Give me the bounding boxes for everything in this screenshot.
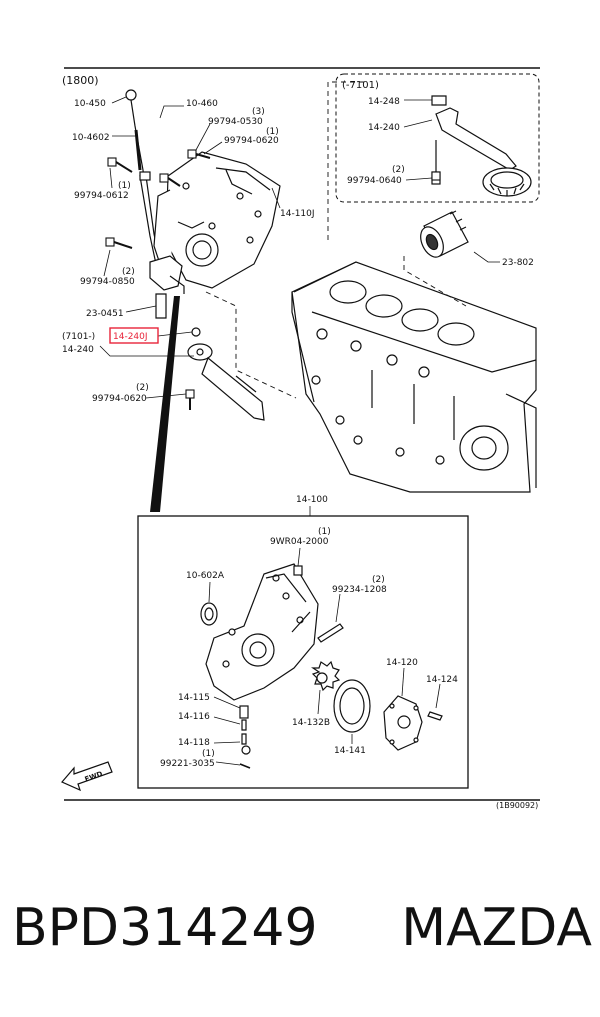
label-14-240j-prefix: (7101-): [62, 332, 95, 342]
label-10-460: 10-460: [186, 99, 218, 109]
label-99794-0620a: 99794-0620: [224, 136, 279, 146]
exploded-view-box: [137, 515, 469, 789]
exploded-leader-lines: [208, 547, 441, 766]
oil-filter-drawing: [420, 210, 469, 258]
label-23-0451: 23-0451: [86, 309, 124, 319]
group-code: (1800): [62, 74, 99, 87]
variant-code: (-7101): [342, 80, 379, 91]
label-inset-14-248: 14-248: [368, 97, 400, 107]
label-10-450: 10-450: [74, 99, 106, 109]
label-14-124: 14-124: [426, 675, 458, 685]
label-14-141: 14-141: [334, 746, 366, 756]
label-99794-0620b-qty: (2): [136, 383, 149, 393]
label-9wr04: 9WR04-2000: [270, 537, 329, 547]
label-99234: 99234-1208: [332, 585, 387, 595]
label-99794-0612: 99794-0612: [74, 191, 129, 201]
label-inset-0640-qty: (2): [392, 165, 405, 175]
part-number: BPD314249: [12, 898, 318, 958]
label-14-115: 14-115: [178, 693, 210, 703]
label-99234-qty: (2): [372, 575, 385, 585]
label-99221: 99221-3035: [160, 759, 215, 769]
label-inset-0640: 99794-0640: [347, 176, 402, 186]
label-14-110j: 14-110J: [280, 209, 315, 219]
label-99794-0850: 99794-0850: [80, 277, 135, 287]
label-99794-0620a-qty: (1): [266, 127, 279, 137]
label-14-120: 14-120: [386, 658, 418, 668]
label-10-602a: 10-602A: [186, 571, 225, 581]
label-10-4602: 10-4602: [72, 133, 110, 143]
label-14-100: 14-100: [296, 495, 328, 505]
label-14-240: 14-240: [62, 345, 94, 355]
label-99221-qty: (1): [202, 749, 215, 759]
engine-block-drawing: [291, 261, 537, 493]
label-14-116: 14-116: [178, 712, 210, 722]
highlight-box: [109, 327, 159, 344]
variant-inset-box: [335, 73, 540, 203]
label-inset-14-240: 14-240: [368, 123, 400, 133]
doc-code: (1B90092): [496, 801, 538, 810]
label-14-118: 14-118: [178, 738, 210, 748]
label-14-240j-highlighted: 14-240J: [113, 332, 148, 342]
label-14-132b: 14-132B: [292, 718, 330, 728]
parts-diagram: (1800) (-7101) 14-248 14-240 (2) 99794-0…: [61, 67, 540, 810]
exploded-pump-drawing: [200, 563, 443, 769]
label-99794-0620b: 99794-0620: [92, 394, 147, 404]
bolts: [105, 149, 441, 410]
pointer-wedge: [150, 296, 180, 512]
fwd-arrow: FWD: [61, 761, 113, 792]
brand-name: MAZDA: [401, 898, 592, 958]
label-9wr04-qty: (1): [318, 527, 331, 537]
main-leader-lines: [99, 96, 281, 399]
inset-oil-strainer-drawing: [431, 95, 532, 197]
product-caption: BPD314249 MAZDA: [12, 898, 592, 958]
label-99794-0530-qty: (3): [252, 107, 265, 117]
label-99794-0850-qty: (2): [122, 267, 135, 277]
label-23-802: 23-802: [502, 258, 534, 268]
label-99794-0530: 99794-0530: [208, 117, 263, 127]
label-99794-0612-qty: (1): [118, 181, 131, 191]
